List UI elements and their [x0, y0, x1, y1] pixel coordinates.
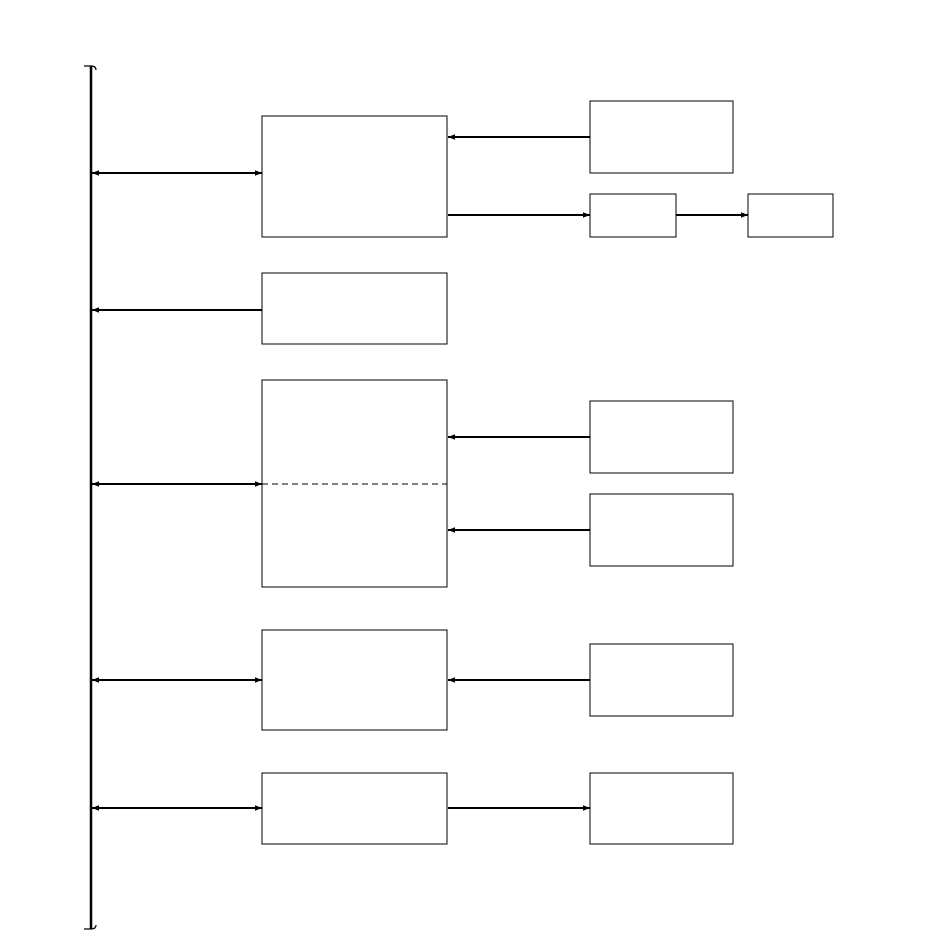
output-5-box: [589, 772, 734, 845]
module-4-box: [261, 629, 448, 731]
input-3b-box: [589, 493, 734, 567]
module-5-box: [261, 772, 448, 845]
bus-top-cap: [84, 65, 97, 71]
output-1b-box: [747, 193, 834, 238]
input-3a-box: [589, 400, 734, 474]
module-1-box: [261, 115, 448, 238]
output-1a-box: [589, 193, 677, 238]
input-1-box: [589, 100, 734, 174]
module-2-box: [261, 272, 448, 345]
bus: [84, 65, 97, 930]
input-4-box: [589, 643, 734, 717]
bus-bottom-cap: [84, 924, 97, 930]
